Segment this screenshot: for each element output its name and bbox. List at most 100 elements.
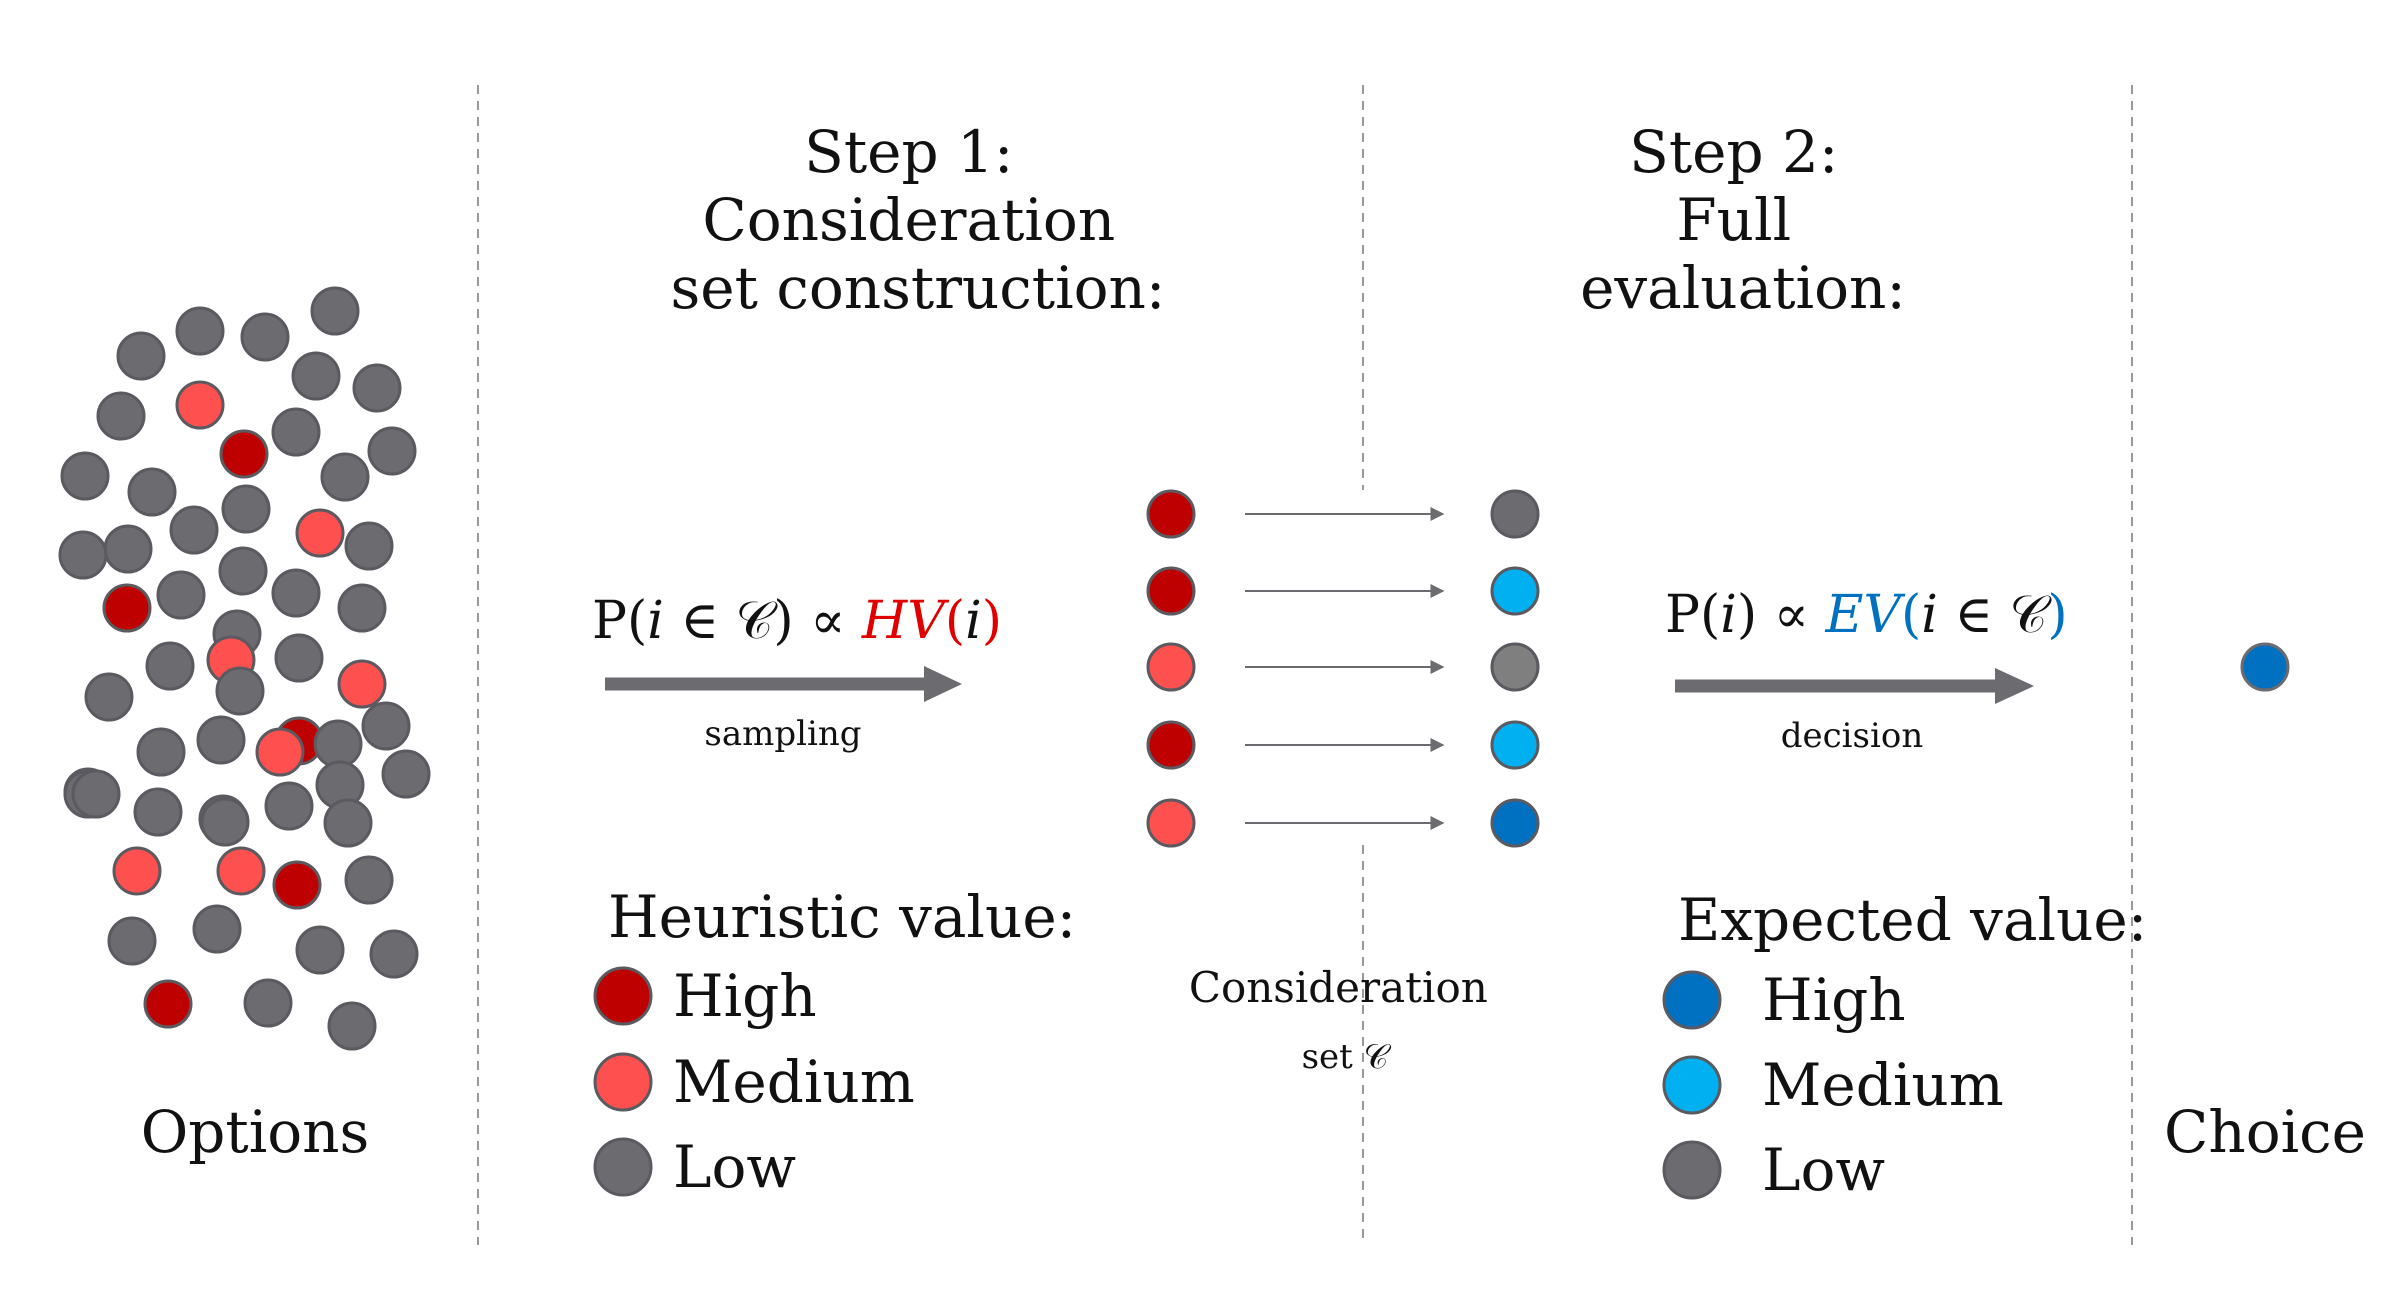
heuristic-legend-low-label: Low bbox=[673, 1133, 796, 1201]
step1-title: Step 1: Consideration set construction: bbox=[671, 118, 1166, 322]
step2-title-line: Step 2: bbox=[1629, 118, 1838, 186]
option-low-dot bbox=[381, 749, 431, 799]
evaluated-option-medium-dot bbox=[1490, 566, 1540, 616]
option-medium-dot bbox=[112, 846, 162, 896]
option-low-dot bbox=[323, 798, 373, 848]
option-low-dot bbox=[274, 633, 324, 683]
heuristic-legend-low-swatch bbox=[593, 1137, 653, 1197]
option-medium-dot bbox=[255, 727, 305, 777]
choice-label: Choice bbox=[2164, 1098, 2366, 1166]
formula-prefix: P( bbox=[592, 591, 647, 651]
option-low-dot bbox=[264, 781, 314, 831]
step1-title-line: set construction: bbox=[671, 254, 1166, 322]
option-medium-dot bbox=[337, 659, 387, 709]
evaluated-option-low-dot bbox=[1490, 489, 1540, 539]
option-low-dot bbox=[116, 331, 166, 381]
option-low-dot bbox=[215, 666, 265, 716]
expected-legend-high-label: High bbox=[1762, 966, 1906, 1034]
consideration-set-label: Consideration set 𝒞 bbox=[1189, 963, 1501, 1077]
option-low-dot bbox=[327, 1001, 377, 1051]
chosen-option bbox=[2240, 642, 2290, 692]
option-low-dot bbox=[192, 904, 242, 954]
heuristic-value-function: HV bbox=[861, 591, 949, 651]
option-low-dot bbox=[221, 484, 271, 534]
option-low-dot bbox=[313, 719, 363, 769]
formula-paren: ) bbox=[982, 591, 1002, 651]
evaluated-option-medium-dot bbox=[1490, 720, 1540, 770]
formula-prefix: P( bbox=[1665, 585, 1720, 645]
heuristic-legend-medium-swatch bbox=[593, 1052, 653, 1112]
option-low-dot bbox=[107, 916, 157, 966]
option-low-dot bbox=[169, 505, 219, 555]
step2-title-line: Full bbox=[1676, 186, 1791, 254]
option-low-dot bbox=[58, 530, 108, 580]
expected-value-function: EV bbox=[1824, 585, 1905, 645]
option-high-dot bbox=[272, 860, 322, 910]
option-low-dot bbox=[200, 797, 250, 847]
formula-paren: ) bbox=[2047, 585, 2067, 645]
decision-label: decision bbox=[1781, 716, 1924, 756]
option-low-dot bbox=[103, 524, 153, 574]
step2-title-line: evaluation: bbox=[1580, 254, 1906, 322]
option-medium-dot bbox=[295, 508, 345, 558]
formula-paren: ( bbox=[1901, 585, 1921, 645]
option-low-dot bbox=[352, 363, 402, 413]
decision-arrow-head bbox=[1995, 668, 2034, 704]
option-low-dot bbox=[320, 452, 370, 502]
step1-title-line: Step 1: bbox=[804, 118, 1013, 186]
decision-formula: P(i) ∝ EV(i ∈ 𝒞) bbox=[1665, 585, 2068, 645]
evaluated-option-low_light-dot bbox=[1490, 642, 1540, 692]
expected-legend-medium-swatch bbox=[1662, 1055, 1722, 1115]
formula-proportional: ) ∝ bbox=[1737, 585, 1826, 645]
option-low-dot bbox=[71, 769, 121, 819]
option-low-dot bbox=[96, 391, 146, 441]
heuristic-legend-high-label: High bbox=[673, 962, 817, 1030]
step2-title: Step 2: Full evaluation: bbox=[1580, 118, 1906, 322]
formula-variable: i bbox=[1720, 585, 1737, 645]
option-low-dot bbox=[310, 286, 360, 336]
option-low-dot bbox=[295, 925, 345, 975]
heuristic-legend-title: Heuristic value: bbox=[608, 883, 1076, 951]
option-high-dot bbox=[143, 979, 193, 1029]
formula-membership: ∈ 𝒞 bbox=[1938, 585, 2053, 645]
heuristic-legend-medium-label: Medium bbox=[673, 1048, 915, 1116]
expected-legend-low-label: Low bbox=[1762, 1136, 1885, 1204]
option-low-dot bbox=[291, 351, 341, 401]
option-low-dot bbox=[344, 855, 394, 905]
heuristic-legend-high-swatch bbox=[593, 966, 653, 1026]
option-low-dot bbox=[337, 583, 387, 633]
option-low-dot bbox=[156, 570, 206, 620]
expected-legend-high-swatch bbox=[1662, 970, 1722, 1030]
sampling-formula: P(i ∈ 𝒞) ∝ HV(i) bbox=[592, 591, 1002, 651]
option-low-dot bbox=[145, 641, 195, 691]
option-low-dot bbox=[127, 467, 177, 517]
consideration-set bbox=[1146, 489, 1540, 848]
expected-legend-medium-label: Medium bbox=[1762, 1051, 2004, 1119]
options-cloud bbox=[58, 286, 431, 1051]
option-low-dot bbox=[344, 521, 394, 571]
consideration-set-label-line: set 𝒞 bbox=[1302, 1037, 1392, 1077]
option-low-dot bbox=[175, 306, 225, 356]
option-low-dot bbox=[361, 701, 411, 751]
option-low-dot bbox=[218, 546, 268, 596]
option-low-dot bbox=[84, 672, 134, 722]
option-high-dot bbox=[102, 583, 152, 633]
option-low-dot bbox=[240, 312, 290, 362]
option-low-dot bbox=[369, 929, 419, 979]
option-low-dot bbox=[196, 715, 246, 765]
option-low-dot bbox=[271, 407, 321, 457]
sampled-option-high-dot bbox=[1146, 566, 1196, 616]
evaluated-option-high-dot bbox=[1490, 798, 1540, 848]
expected-legend-title: Expected value: bbox=[1678, 886, 2147, 954]
expected-legend-low-swatch bbox=[1662, 1140, 1722, 1200]
formula-membership: ∈ 𝒞) ∝ bbox=[664, 591, 862, 651]
formula-paren: ( bbox=[945, 591, 965, 651]
sampled-option-medium-dot bbox=[1146, 798, 1196, 848]
sampled-option-high-dot bbox=[1146, 489, 1196, 539]
option-medium-dot bbox=[216, 846, 266, 896]
sampled-option-high-dot bbox=[1146, 720, 1196, 770]
option-low-dot bbox=[243, 978, 293, 1028]
